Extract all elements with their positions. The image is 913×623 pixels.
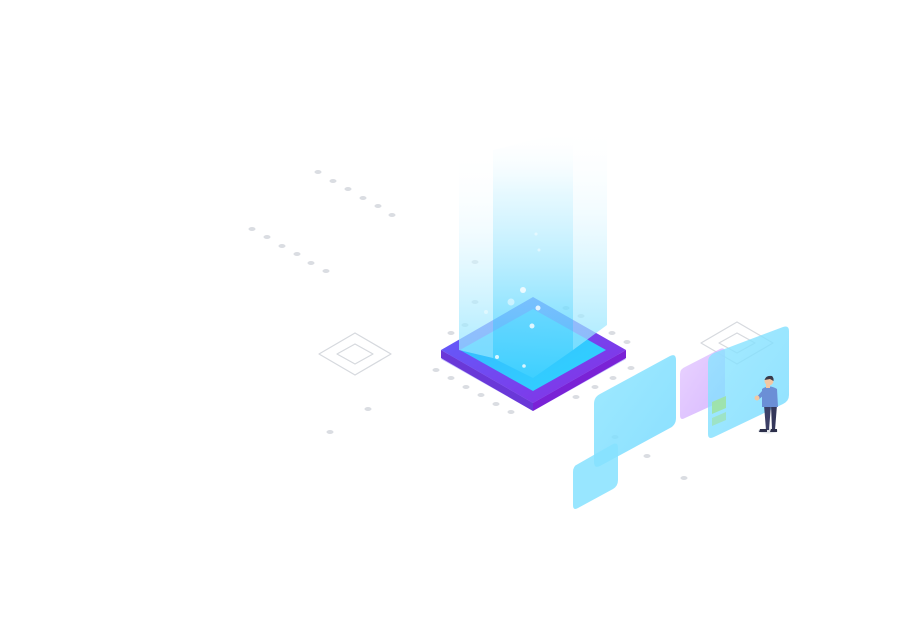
- floating-panels: [573, 326, 789, 509]
- dot-trail-upper-left: [314, 170, 396, 217]
- beam-sparkles: [484, 232, 541, 368]
- panel-green-blocks: [712, 396, 726, 426]
- person-icon: [754, 375, 778, 434]
- outline-diamond-icon: [318, 332, 392, 376]
- light-beam: [459, 125, 607, 378]
- dot-trail-middle-left: [248, 227, 330, 273]
